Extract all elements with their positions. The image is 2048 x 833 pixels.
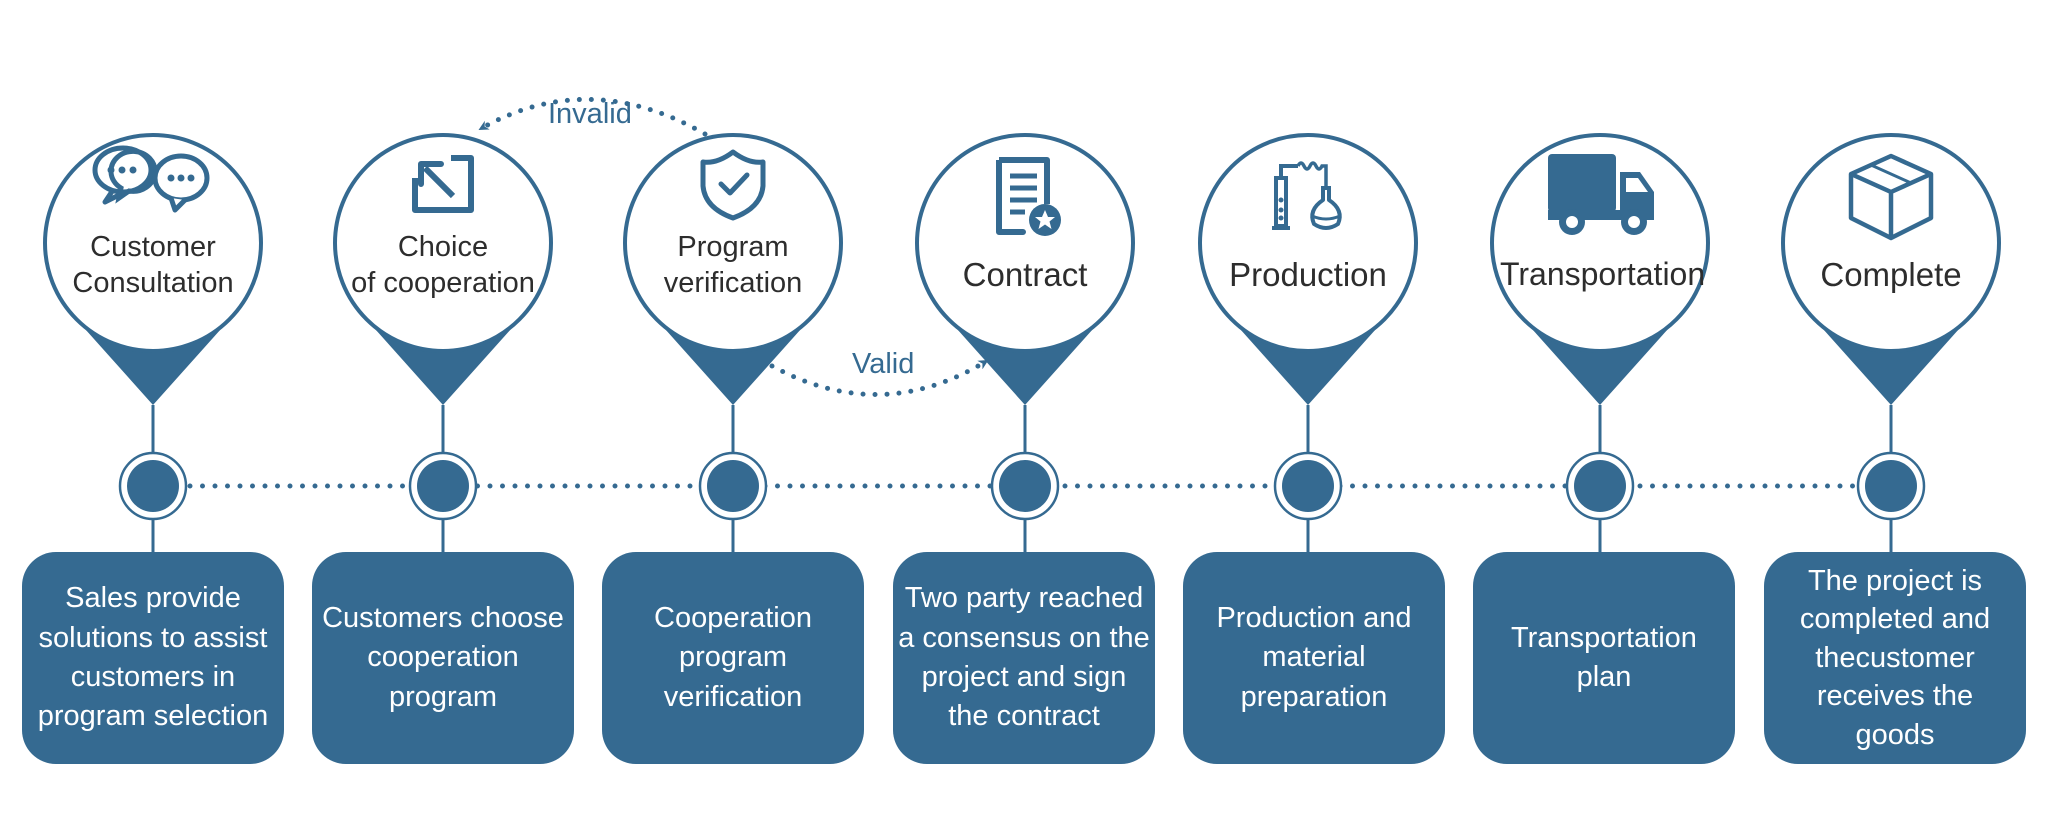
truck-icon: [1548, 154, 1654, 235]
step-description-box: Customers choose cooperation program: [312, 552, 574, 764]
timeline-node: [1865, 460, 1917, 512]
timeline-node: [1574, 460, 1626, 512]
step-description-line: Cooperation: [654, 601, 812, 634]
invalid-arrow: [478, 97, 708, 137]
step-description-line: solutions to assist: [38, 621, 268, 654]
box-icon: [1848, 153, 1934, 241]
invalid-label: Invalid: [548, 98, 632, 130]
pin-circle: [333, 133, 553, 353]
step-title-line: Contract: [962, 256, 1088, 293]
step-description-line: completed and: [1799, 603, 1991, 636]
timeline-node: [127, 460, 179, 512]
step-title-line: Transportation: [1500, 256, 1706, 292]
step-1: [43, 133, 263, 552]
step-description-box: Transportation plan: [1473, 552, 1735, 764]
step-description-line: Customers choose: [322, 601, 564, 634]
step-description-line: a consensus on the: [898, 621, 1150, 654]
step-title: Contract: [925, 255, 1125, 296]
step-description-line: verification: [663, 680, 803, 713]
step-6: [1490, 133, 1710, 552]
pin-circle: [915, 133, 1135, 353]
step-description-box: Cooperation program verification: [602, 552, 864, 764]
step-description-box: Sales provide solutions to assist customer…: [22, 552, 284, 764]
valid-arrow: [769, 359, 989, 397]
step-description-line: Sales provide: [65, 582, 241, 615]
step-description-line: the contract: [948, 700, 1100, 733]
step-title-line: Customer: [90, 231, 216, 263]
step-description-line: project and sign: [921, 661, 1127, 693]
step-title-line: Choice: [397, 231, 489, 263]
step-description-line: thecustomer: [1815, 641, 1975, 674]
pin-circle: [1490, 133, 1710, 353]
pin-circle: [1781, 133, 2001, 353]
lab-flask-icon: [1272, 161, 1342, 230]
step-description-box: Two party reached a consensus on the proje…: [893, 552, 1155, 764]
step-description-line: receives the: [1816, 680, 1974, 713]
timeline-node: [707, 460, 759, 512]
step-title-line: Complete: [1820, 256, 1962, 293]
step-title-line: Production: [1229, 256, 1387, 293]
step-description-line: program selection: [37, 700, 269, 733]
step-description-line: program: [679, 641, 787, 674]
step-title-line: Consultation: [72, 266, 234, 299]
valid-label: Valid: [852, 348, 915, 380]
step-2: [333, 133, 553, 552]
step-description-line: plan: [1576, 661, 1632, 693]
step-description-line: Two party reached: [904, 582, 1144, 615]
step-description-line: Production and: [1216, 601, 1412, 634]
step-title: Production: [1208, 255, 1408, 296]
pin-circle: [1198, 133, 1418, 353]
step-3: [623, 133, 843, 552]
step-title-line: verification: [663, 266, 803, 299]
shield-check-icon: [700, 149, 766, 221]
step-description-line: Transportation: [1511, 621, 1697, 654]
timeline-node: [417, 460, 469, 512]
step-description-line: customers in: [70, 661, 236, 693]
pin-circle: [43, 133, 263, 353]
contract-document-icon: [996, 157, 1061, 236]
step-title: Transportation: [1500, 255, 1706, 294]
step-description-line: preparation: [1240, 680, 1388, 713]
timeline-node: [1282, 460, 1334, 512]
step-title-line: Program: [677, 231, 789, 263]
chat-bubbles-icon: [92, 145, 210, 213]
step-5: [1198, 133, 1418, 552]
step-title-line: of cooperation: [351, 266, 535, 299]
step-4: [915, 133, 1135, 552]
step-description-box: Production and material preparation: [1183, 552, 1445, 764]
step-description-line: material: [1262, 641, 1366, 674]
timeline-node: [999, 460, 1051, 512]
select-arrow-icon: [412, 155, 474, 213]
step-description-line: goods: [1855, 718, 1935, 751]
step-description-box: The project is completed and thecustomer re…: [1764, 552, 2026, 764]
step-7: [1781, 133, 2001, 552]
step-description-line: cooperation: [367, 641, 519, 674]
step-description-line: program: [389, 680, 497, 713]
step-description-line: The project is: [1807, 564, 1983, 597]
step-title: Complete: [1791, 255, 1991, 296]
pin-circle: [623, 133, 843, 353]
